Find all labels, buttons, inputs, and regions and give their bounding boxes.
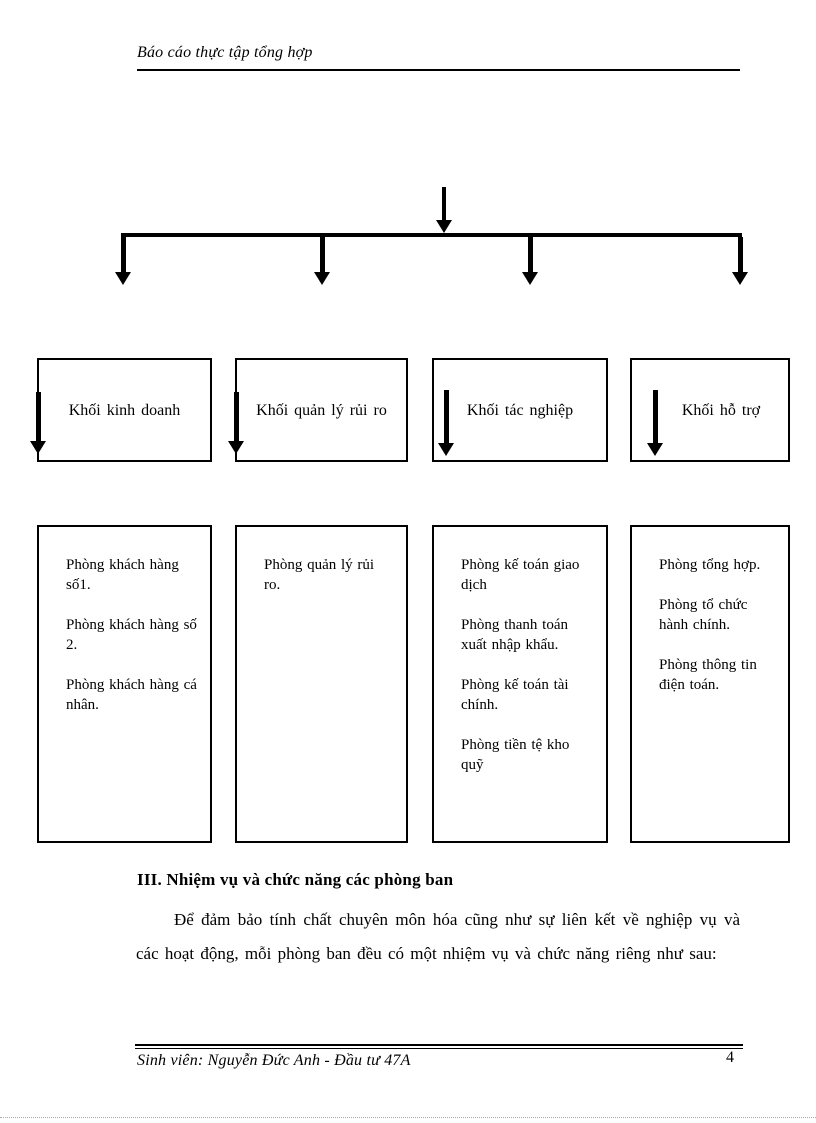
- room-item: Phòng thanh toán xuất nhập khẩu.: [461, 617, 568, 653]
- section-heading: III. Nhiệm vụ và chức năng các phòng ban: [137, 870, 454, 889]
- page-break-divider: [0, 1117, 816, 1118]
- block-down-arrow-icon: [29, 392, 47, 454]
- arrow-head: [522, 272, 538, 285]
- arrow-shaft: [35, 392, 41, 441]
- block-box-kinh-doanh: Khối kinh doanh: [37, 358, 212, 462]
- block-title: Khối quản lý rủi ro: [256, 401, 387, 419]
- room-item: Phòng kế toán giao dịch: [461, 557, 580, 593]
- block-title: Khối tác nghiệp: [466, 401, 574, 419]
- room-item: Phòng kế toán tài chính.: [461, 677, 569, 713]
- header-rule: [137, 69, 740, 71]
- footer-rule: [135, 1048, 743, 1049]
- footer-rule: [135, 1044, 743, 1046]
- room-item: Phòng quản lý rủi ro.: [264, 557, 375, 593]
- arrow-shaft: [737, 237, 743, 272]
- block-down-arrow-icon: [437, 390, 455, 456]
- footer-author: Sinh viên: Nguyễn Đức Anh - Đầu tư 47A: [137, 1052, 411, 1069]
- arrow-shaft: [442, 187, 446, 220]
- arrow-head: [228, 441, 244, 454]
- arrow-head: [314, 272, 330, 285]
- arrow-shaft: [319, 237, 325, 272]
- arrow-shaft: [233, 392, 239, 441]
- rooms-box-ho-tro: Phòng tổng hợp. Phòng tổ chức hành chính…: [630, 525, 790, 843]
- room-item: Phòng tiền tệ kho quỹ: [461, 737, 570, 773]
- block-title: Khối hỗ trợ: [681, 401, 761, 419]
- room-item: Phòng thông tin điện toán.: [659, 657, 757, 693]
- body-paragraph: Để đảm bảo tính chất chuyên môn hóa cũng…: [136, 910, 740, 963]
- arrow-head: [647, 443, 663, 456]
- block-title: Khối kinh doanh: [68, 401, 181, 419]
- room-item: Phòng khách hàng số1.: [66, 557, 179, 593]
- block-box-quan-ly-rui-ro: Khối quản lý rủi ro: [235, 358, 408, 462]
- branch-down-arrow-icon: [313, 237, 331, 285]
- branch-down-arrow-icon: [521, 237, 539, 285]
- room-item: Phòng tổng hợp.: [659, 557, 761, 573]
- block-box-ho-tro: Khối hỗ trợ: [630, 358, 790, 462]
- root-down-arrow-icon: [435, 187, 453, 233]
- room-item: Phòng khách hàng cá nhân.: [66, 677, 197, 713]
- block-down-arrow-icon: [227, 392, 245, 454]
- rooms-box-quan-ly-rui-ro: Phòng quản lý rủi ro.: [235, 525, 408, 843]
- branch-down-arrow-icon: [114, 237, 132, 285]
- block-down-arrow-icon: [646, 390, 664, 456]
- rooms-box-kinh-doanh: Phòng khách hàng số1. Phòng khách hàng s…: [37, 525, 212, 843]
- branch-down-arrow-icon: [731, 237, 749, 285]
- page-number: 4: [726, 1049, 734, 1066]
- room-item: Phòng khách hàng số 2.: [66, 617, 197, 653]
- header-title: Báo cáo thực tập tổng hợp: [137, 44, 313, 61]
- block-box-tac-nghiep: Khối tác nghiệp: [432, 358, 608, 462]
- rooms-box-tac-nghiep: Phòng kế toán giao dịch Phòng thanh toán…: [432, 525, 608, 843]
- arrow-head: [436, 220, 452, 233]
- arrow-head: [732, 272, 748, 285]
- connector-line: [121, 233, 742, 237]
- room-item: Phòng tổ chức hành chính.: [659, 597, 748, 633]
- arrow-shaft: [652, 390, 658, 443]
- arrow-head: [30, 441, 46, 454]
- arrow-head: [438, 443, 454, 456]
- arrow-head: [115, 272, 131, 285]
- arrow-shaft: [527, 237, 533, 272]
- arrow-shaft: [443, 390, 449, 443]
- arrow-shaft: [120, 237, 126, 272]
